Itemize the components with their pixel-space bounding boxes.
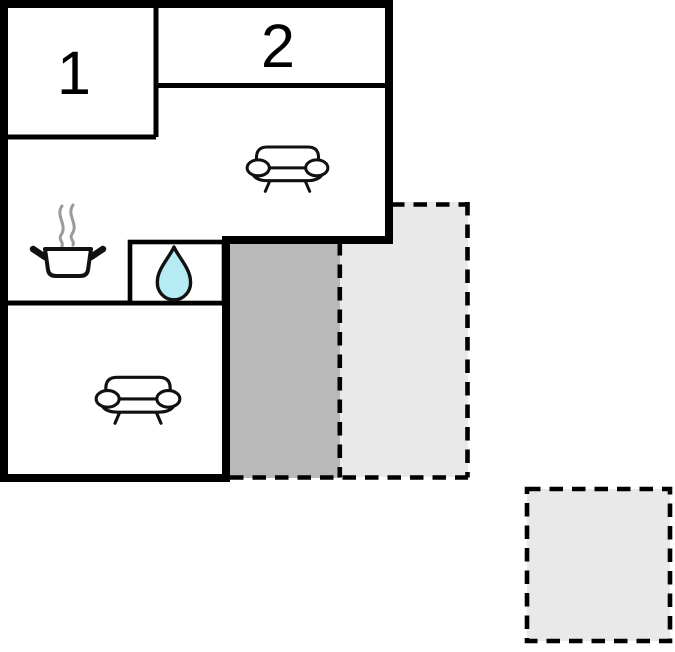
terrace-covered <box>230 242 340 478</box>
room-2-label: 2 <box>261 12 295 80</box>
pot-handle-right <box>87 245 107 261</box>
cooking-pot-icon <box>29 203 107 278</box>
steam-line <box>58 204 65 248</box>
terrace-open <box>340 202 468 477</box>
steam-line <box>69 203 76 247</box>
pot-body <box>43 247 93 278</box>
room-1-label: 1 <box>57 39 91 107</box>
detached-plot <box>524 486 673 644</box>
pot-handle-left <box>29 245 49 261</box>
water-drop-icon <box>155 245 193 302</box>
